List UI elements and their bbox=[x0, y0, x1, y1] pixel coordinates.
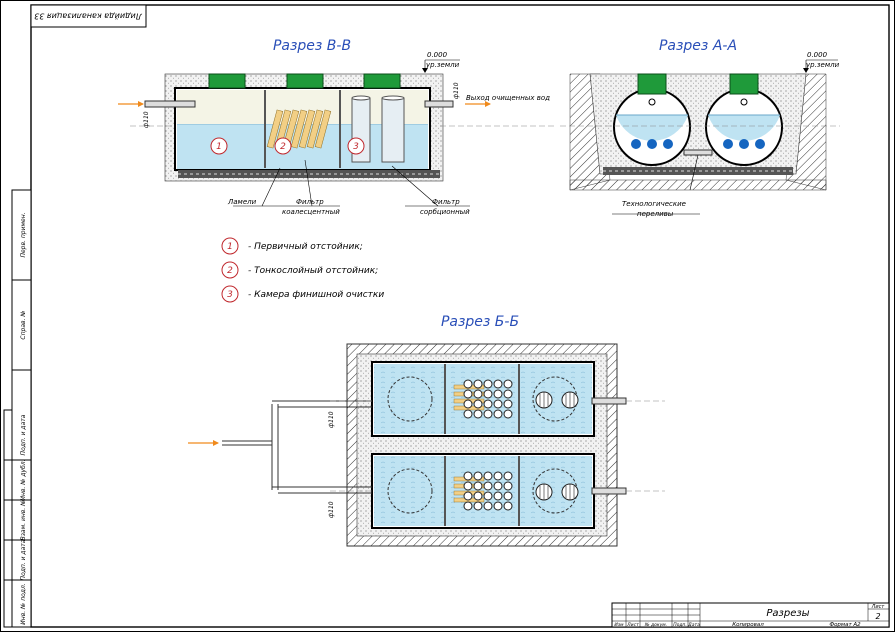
side-stamp: Перв. примен. Справ. № Подп. и дата Инв.… bbox=[3, 189, 32, 628]
svg-text:2: 2 bbox=[227, 266, 233, 276]
svg-text:3: 3 bbox=[227, 290, 233, 300]
callout-lamels: Ламели bbox=[227, 198, 257, 206]
title-block-col-3: № докум. bbox=[644, 622, 667, 628]
side-stamp-4: Инв. № дубл. bbox=[20, 459, 27, 500]
chamber-number-2: 2 bbox=[274, 137, 292, 155]
title-block bbox=[611, 602, 890, 628]
side-stamp-6: Подп. и дата bbox=[20, 539, 27, 580]
callout-overflow-1: Технологические bbox=[622, 200, 686, 208]
b2-pipe-dia-upper: ф110 bbox=[328, 411, 335, 428]
title-block-col-5: Дата bbox=[687, 622, 700, 628]
side-stamp-5: Взам. инв. № bbox=[20, 500, 27, 541]
bb-level-value: 0.000 bbox=[427, 51, 448, 59]
svg-text:3: 3 bbox=[353, 142, 359, 152]
legend: 1 - Первичный отстойник; 2 - Тонкослойны… bbox=[221, 237, 384, 303]
b2-pipe-dia-lower: ф110 bbox=[328, 501, 335, 518]
chamber-number-3: 3 bbox=[347, 137, 365, 155]
bb-level-label: ур.земли bbox=[425, 61, 460, 69]
svg-text:- Камера финишной очистки: - Камера финишной очистки bbox=[248, 290, 384, 300]
callout-coalescent-2: коалесцентный bbox=[282, 208, 340, 216]
callout-sorption-2: сорбционный bbox=[420, 208, 470, 216]
callout-overflow-2: переливы bbox=[637, 210, 674, 218]
svg-text:- Тонкослойный отстойник;: - Тонкослойный отстойник; bbox=[248, 266, 378, 276]
side-stamp-1: Перв. примен. bbox=[20, 212, 27, 257]
section-aa-title: Разрез А-А bbox=[659, 38, 737, 54]
section-b2-drawing bbox=[188, 343, 665, 547]
title-block-sheet-number: 2 bbox=[875, 612, 880, 621]
svg-text:1: 1 bbox=[227, 242, 233, 252]
outlet-label: Выход очищенных вод bbox=[466, 94, 550, 102]
side-stamp-2: Справ. № bbox=[20, 310, 27, 339]
legend-item-3: 3 - Камера финишной очистки bbox=[221, 285, 384, 303]
svg-text:1: 1 bbox=[216, 142, 222, 152]
title-block-copied: Копировал bbox=[732, 622, 764, 628]
legend-item-1: 1 - Первичный отстойник; bbox=[221, 237, 363, 255]
title-block-col-1: Изм bbox=[614, 622, 624, 628]
aa-level-label: ур.земли bbox=[805, 61, 840, 69]
top-stamp-text: Лидийда канализация 33 bbox=[34, 12, 143, 21]
bb-pipe-dia-out: ф110 bbox=[453, 82, 460, 99]
top-stamp: Лидийда канализация 33 bbox=[30, 4, 147, 28]
section-b2-title: Разрез Б-Б bbox=[441, 314, 519, 330]
title-block-format: Формат А2 bbox=[829, 622, 861, 628]
section-bb-drawing bbox=[118, 59, 555, 207]
title-block-sheet-label: Лист bbox=[871, 604, 886, 610]
bb-pipe-dia-in: ф110 bbox=[143, 111, 150, 128]
section-aa-drawing bbox=[560, 59, 840, 215]
chamber-number-1: 1 bbox=[210, 137, 228, 155]
legend-item-2: 2 - Тонкослойный отстойник; bbox=[221, 261, 378, 279]
title-block-col-4: Подп. bbox=[673, 622, 687, 628]
aa-level-value: 0.000 bbox=[807, 51, 828, 59]
side-stamp-7: Инв. № подл. bbox=[20, 583, 27, 624]
side-stamp-3: Подп. и дата bbox=[20, 414, 27, 455]
section-bb-title: Разрез В-В bbox=[273, 38, 351, 54]
svg-text:2: 2 bbox=[280, 142, 286, 152]
callout-sorption-1: Фильтр bbox=[432, 198, 460, 206]
svg-text:- Первичный отстойник;: - Первичный отстойник; bbox=[248, 242, 363, 252]
title-block-col-2: Лист bbox=[626, 622, 639, 628]
title-block-title: Разрезы bbox=[766, 608, 809, 619]
callout-coalescent-1: Фильтр bbox=[296, 198, 324, 206]
